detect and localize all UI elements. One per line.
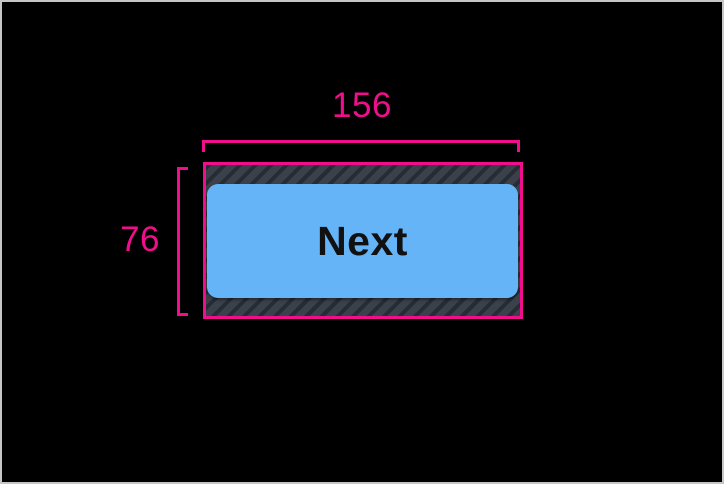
height-dimension-label: 76 bbox=[120, 220, 160, 259]
height-dimension-bracket bbox=[177, 167, 188, 316]
next-button-label: Next bbox=[317, 217, 408, 264]
touch-target-outline: Next bbox=[203, 162, 523, 319]
width-dimension-bracket bbox=[202, 140, 520, 152]
next-button[interactable]: Next bbox=[207, 184, 518, 298]
width-dimension-label: 156 bbox=[332, 86, 392, 125]
